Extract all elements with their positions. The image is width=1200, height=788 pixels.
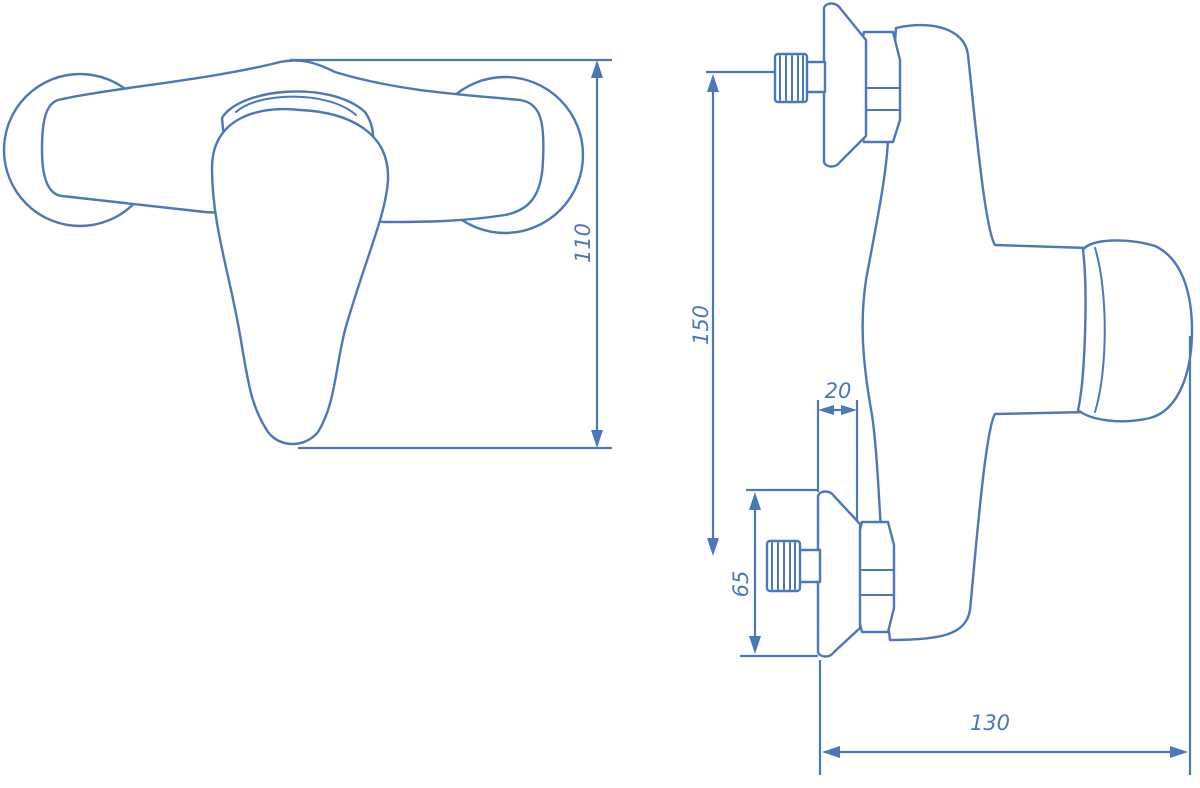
lever-handle [210, 107, 390, 446]
lower-hex-nut [854, 520, 896, 634]
dim-130-arrow-right [1170, 746, 1188, 758]
dim-150-arrow-top [707, 74, 719, 92]
dim-110-arrow-bottom [591, 430, 603, 448]
dim-20-label: 20 [825, 379, 852, 403]
dim-130-arrow-left [822, 746, 840, 758]
dim-150-label: 150 [689, 305, 713, 345]
upper-rosette [822, 2, 868, 168]
dim-20-arrow-right [841, 405, 857, 415]
cartridge-cap-side [1076, 239, 1194, 423]
upper-thread-lines [779, 55, 804, 101]
lower-rosette [816, 490, 862, 658]
dim-20-arrow-left [818, 405, 834, 415]
dim-110-arrow-top [591, 60, 603, 78]
dim-130-label: 130 [970, 711, 1010, 735]
dim-65-label: 65 [729, 571, 753, 598]
side-view: 150 20 65 130 [689, 2, 1194, 775]
dim-65-arrow-bottom [749, 636, 761, 654]
front-view: 110 [2, 58, 612, 450]
dim-150-arrow-bottom [707, 538, 719, 556]
dim-110-label: 110 [571, 223, 595, 263]
cartridge-cap-rim [235, 95, 357, 116]
dim-65-arrow-top [749, 492, 761, 510]
lower-thread-shaft [796, 548, 822, 584]
cartridge-cap-ring [1094, 247, 1106, 413]
lower-thread-lines [771, 542, 796, 590]
mixer-body-side [861, 23, 1090, 642]
